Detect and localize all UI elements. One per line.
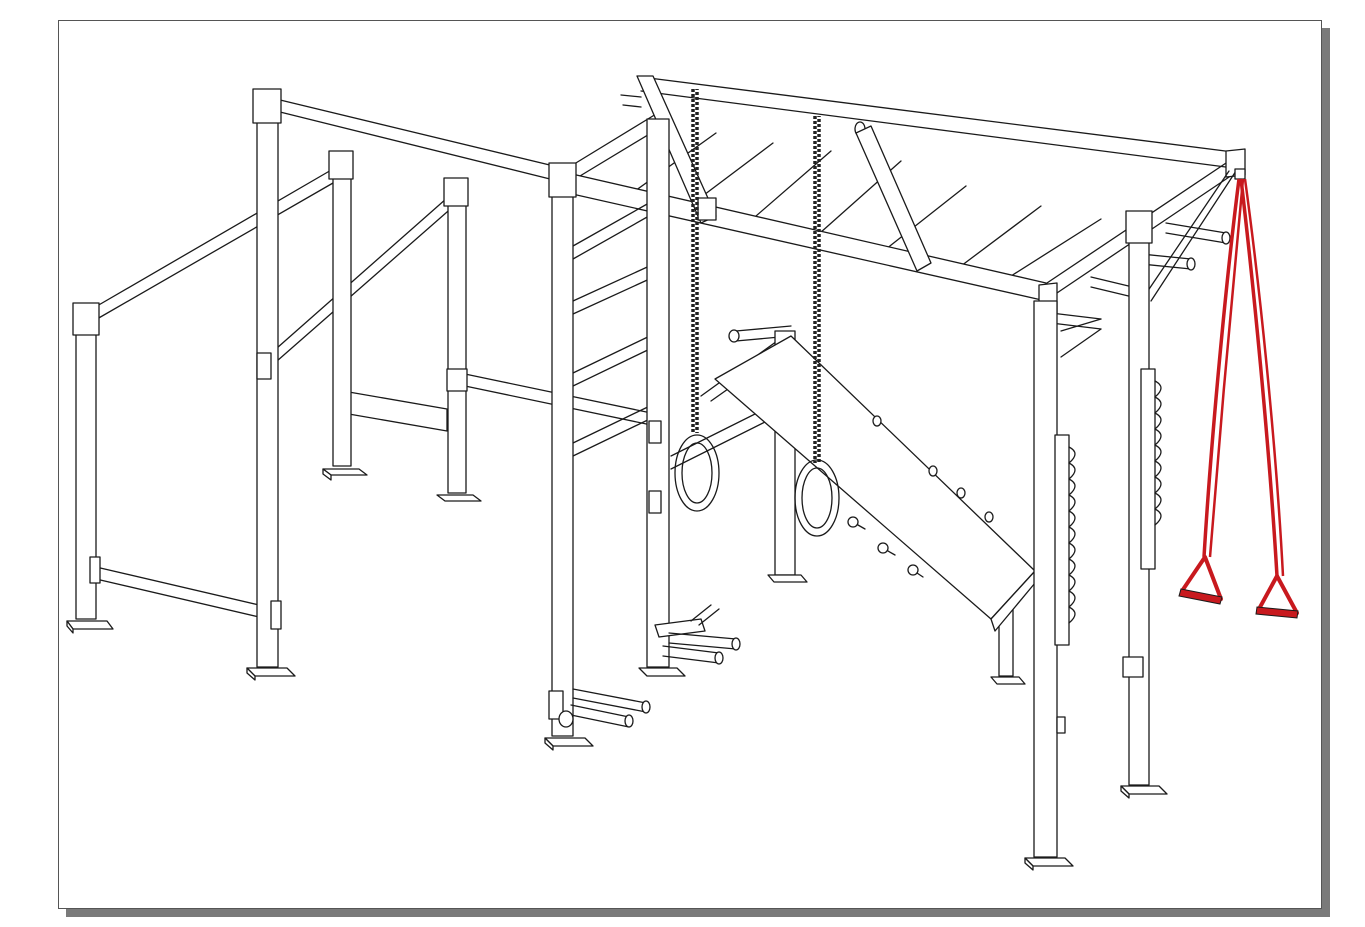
post-c bbox=[436, 177, 482, 502]
suspension-straps bbox=[1178, 168, 1299, 619]
post-b bbox=[322, 150, 368, 481]
drawing-sheet bbox=[58, 20, 1322, 909]
gymnastic-rings bbox=[674, 89, 840, 537]
long-top-bar bbox=[275, 98, 559, 182]
hook-rack-right bbox=[1154, 380, 1162, 526]
right-section bbox=[1024, 170, 1237, 871]
post-ladder-front bbox=[544, 162, 594, 751]
strap-handles-icon bbox=[1178, 555, 1299, 619]
incline-board bbox=[670, 325, 1036, 685]
monkey-bar-frame bbox=[558, 75, 1246, 316]
upper-diagonal-bar bbox=[96, 168, 334, 320]
post-ladder-back bbox=[638, 118, 686, 677]
post-front-right bbox=[1024, 300, 1074, 871]
low-bar bbox=[95, 566, 260, 618]
dip-handles-front bbox=[558, 688, 651, 728]
middle-diagonal-bar bbox=[276, 190, 456, 362]
post-back-right bbox=[1120, 210, 1168, 799]
gymnastic-rings-icon bbox=[674, 434, 840, 537]
post-far-left bbox=[66, 302, 114, 634]
wall-bars bbox=[572, 198, 657, 457]
ring-chain-right bbox=[813, 116, 821, 463]
back-beam bbox=[342, 390, 448, 432]
hook-rack-front bbox=[1068, 446, 1076, 624]
ring-chain-left bbox=[691, 89, 699, 433]
post-a bbox=[246, 88, 296, 681]
dip-handles-back bbox=[654, 604, 741, 665]
board-pegs bbox=[847, 415, 994, 578]
outdoor-gym-frame-drawing bbox=[66, 75, 1299, 871]
